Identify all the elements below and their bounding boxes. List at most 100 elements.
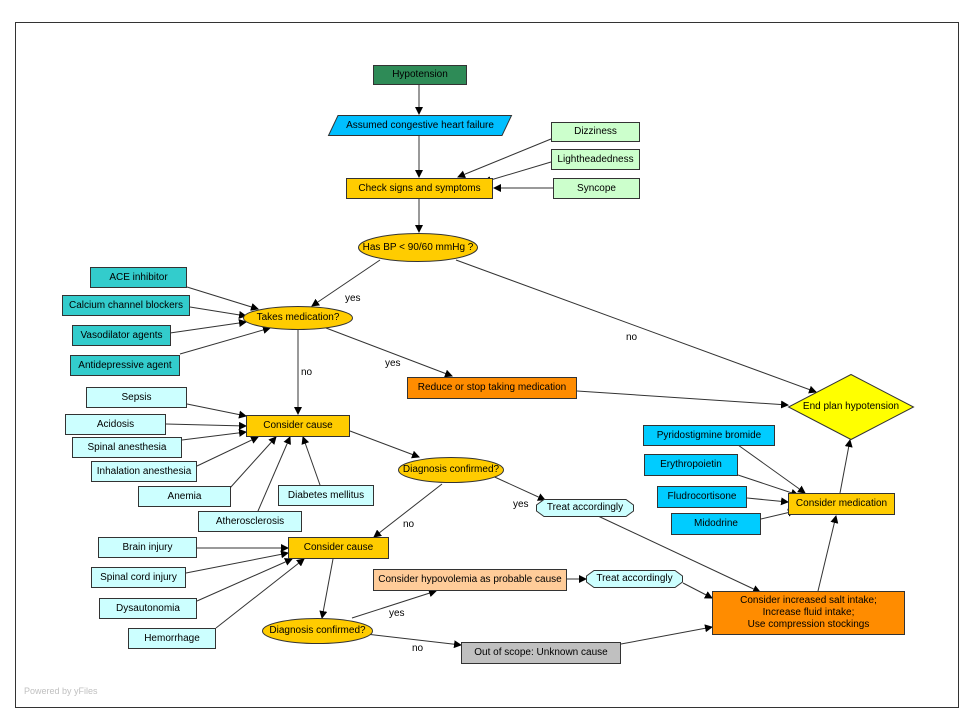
node-diabetes-label: Diabetes mellitus [287,489,365,501]
node-syncope-label: Syncope [577,182,616,194]
node-erythropoietin: Erythropoietin [644,454,738,476]
node-out-of-scope-label: Out of scope: Unknown cause [474,647,608,658]
edge-hemorrhage-cause2 [215,558,305,629]
node-treat-accordingly-2-label: Treat accordingly [596,573,673,584]
node-sepsis: Sepsis [86,387,187,408]
edge-dysauto-cause2 [196,558,293,602]
node-consider-medication: Consider medication [788,493,895,515]
node-consider-cause-2: Consider cause [288,537,389,559]
edge-ace-takes [186,286,259,311]
edge-label-yes-diag1: yes [513,499,529,510]
node-dizziness-label: Dizziness [574,126,617,137]
edge-cause1-diag1 [349,430,420,459]
node-dizziness: Dizziness [551,122,640,142]
node-spinal-anesthesia: Spinal anesthesia [72,437,182,458]
node-hypotension: Hypotension [373,65,467,85]
node-takes-medication: Takes medication? [243,306,353,330]
edge-spinal-cause1 [181,428,247,441]
node-vasodilator: Vasodilator agents [72,325,171,346]
ellipse-shape [358,233,478,262]
node-dysautonomia: Dysautonomia [99,598,197,619]
node-reduce-stop: Reduce or stop taking medication [407,377,577,399]
node-treat-accordingly-1: Treat accordingly [536,499,634,517]
ellipse-shape [398,457,504,483]
node-hemorrhage-label: Hemorrhage [144,632,200,644]
node-midodrine: Midodrine [671,513,761,535]
ellipse-shape [262,618,373,644]
edge-cause2-diag2 [319,558,334,619]
node-lightheadedness-label: Lightheadedness [557,153,634,165]
edge-fludro-med [746,497,789,506]
node-dysautonomia-label: Dysautonomia [116,602,180,614]
edge-label-yes-bp: yes [345,293,361,304]
node-syncope: Syncope [553,178,640,199]
edge-label-no-diag2: no [412,643,424,654]
edge-label-no-bp: no [626,332,638,343]
node-diabetes: Diabetes mellitus [278,485,374,506]
node-spinal-anesthesia-label: Spinal anesthesia [87,441,167,453]
node-lightheadedness: Lightheadedness [551,149,640,170]
node-end-plan: End plan hypotension [787,373,915,441]
node-takes-medication-label: Takes medication? [256,312,340,323]
node-consider-cause-2-label: Consider cause [303,542,374,553]
node-fludrocortisone: Fludrocortisone [657,486,747,508]
edge-athero-cause1 [257,436,291,512]
node-ace-inhibitor-label: ACE inhibitor [109,271,168,283]
node-inhalation-anesthesia: Inhalation anesthesia [91,461,197,482]
node-assumed-chf-label: Assumed congestive heart failure [346,119,494,131]
node-vasodilator-label: Vasodilator agents [80,329,163,341]
edge-acidosis-cause1 [165,421,247,430]
edge-inhalation-cause1 [196,436,259,467]
edge-diag1-treat1 [487,473,546,501]
node-sepsis-label: Sepsis [121,391,152,403]
edge-calcium-takes [189,306,247,319]
edge-dizziness-check [457,138,552,179]
edge-lightheaded-check [483,161,552,184]
edge-diag2-outofscope [365,633,462,649]
node-brain-injury: Brain injury [98,537,197,558]
edge-bp-takes [311,259,381,307]
edge-outofscope-salt [620,624,713,645]
node-erythropoietin-label: Erythropoietin [660,459,722,470]
node-diagnosis-confirmed-2: Diagnosis confirmed? [262,618,373,644]
edge-takes-reduce [325,327,453,378]
node-midodrine-label: Midodrine [694,518,738,529]
node-inhalation-anesthesia-label: Inhalation anesthesia [96,465,192,477]
edge-label-no-takes: no [301,367,313,378]
node-hypotension-label: Hypotension [392,69,448,80]
edge-reduce-end [576,390,789,409]
node-fludrocortisone-label: Fludrocortisone [667,491,737,502]
node-antidepressive: Antidepressive agent [70,355,180,376]
node-brain-injury-label: Brain injury [122,541,173,553]
node-has-bp-label: Has BP < 90/60 mmHg ? [362,241,474,253]
node-spinal-cord-injury-label: Spinal cord injury [100,571,177,583]
node-anemia: Anemia [138,486,231,507]
node-consider-salt-line-1: Consider increased salt intake; [740,595,877,606]
node-consider-salt-line-3: Use compression stockings [747,619,870,630]
node-antidepressive-label: Antidepressive agent [78,359,172,371]
node-out-of-scope: Out of scope: Unknown cause [461,642,621,664]
node-atherosclerosis-label: Atherosclerosis [215,515,285,527]
edge-label-yes-diag2: yes [389,608,405,619]
node-treat-accordingly-2: Treat accordingly [586,570,683,588]
node-consider-hypovolemia: Consider hypovolemia as probable cause [373,569,567,591]
node-acidosis: Acidosis [65,414,166,435]
node-pyridostigmine: Pyridostigmine bromide [643,425,775,446]
edge-treat2-salt [682,582,713,599]
node-check-signs-label: Check signs and symptoms [358,182,481,194]
node-treat-accordingly-1-label: Treat accordingly [546,502,624,513]
node-assumed-chf: Assumed congestive heart failure [327,115,513,136]
node-pyridostigmine-label: Pyridostigmine bromide [656,429,762,441]
edge-diag1-cause2 [373,483,443,538]
edge-spinalcord-cause2 [185,550,289,574]
edge-anemia-cause1 [229,436,277,489]
edge-erythro-med [737,474,799,497]
edge-sepsis-cause1 [186,403,247,419]
node-end-plan-label: End plan hypotension [802,401,900,412]
node-ace-inhibitor: ACE inhibitor [90,267,187,288]
edge-treat1-salt [597,515,761,593]
node-consider-cause-1-label: Consider cause [263,420,333,431]
edge-med-end [839,439,853,494]
edge-diag2-hypovolemia [351,589,437,619]
node-check-signs: Check signs and symptoms [346,178,493,199]
